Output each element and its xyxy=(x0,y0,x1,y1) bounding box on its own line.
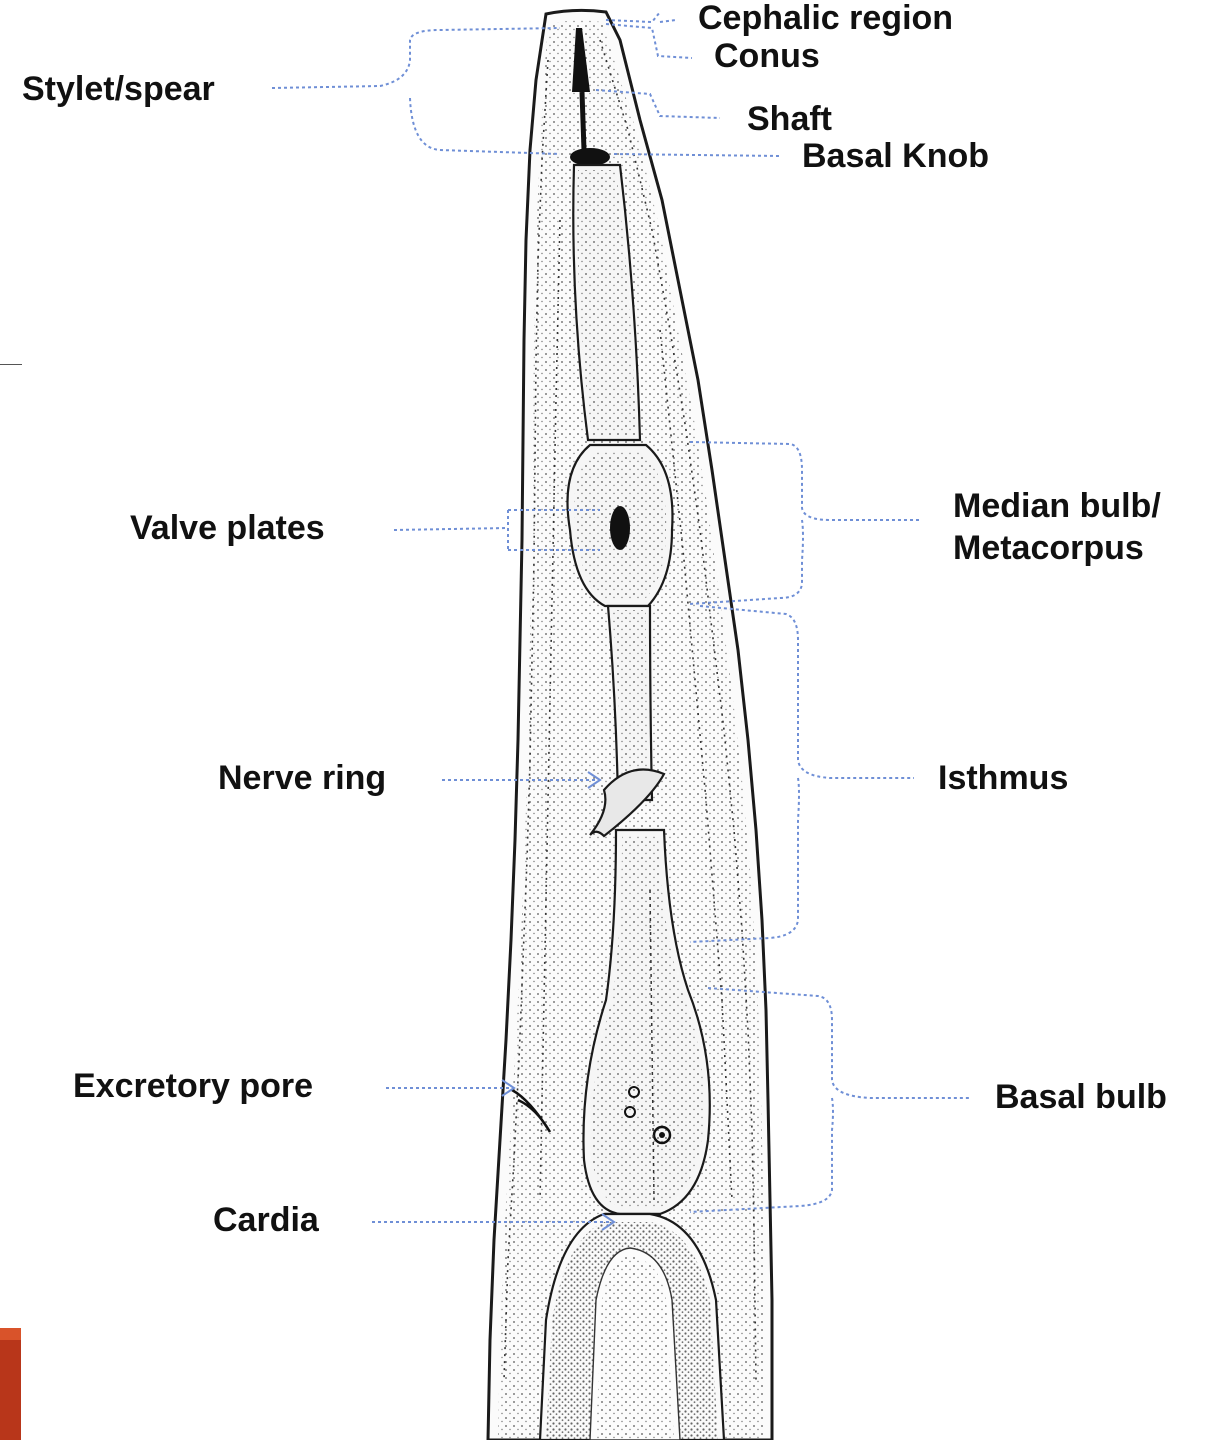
label-isthmus: Isthmus xyxy=(938,759,1068,797)
label-basal-bulb: Basal bulb xyxy=(995,1078,1167,1116)
stylet-shaft xyxy=(582,92,584,150)
label-median-bulb-line1: Median bulb/ xyxy=(953,487,1161,525)
nucleus-3-core xyxy=(659,1132,665,1138)
leader-stylet-spear xyxy=(272,28,560,154)
intestine xyxy=(540,1214,724,1440)
label-basal-knob: Basal Knob xyxy=(802,137,989,175)
label-cardia: Cardia xyxy=(213,1201,320,1239)
label-conus: Conus xyxy=(714,37,820,75)
label-excretory-pore: Excretory pore xyxy=(73,1067,313,1105)
stylet-basal-knob xyxy=(570,148,610,166)
label-stylet-spear: Stylet/spear xyxy=(22,70,215,108)
label-median-bulb-line2: Metacorpus xyxy=(953,529,1144,567)
label-nerve-ring: Nerve ring xyxy=(218,759,386,797)
label-shaft: Shaft xyxy=(747,100,832,138)
label-cephalic-region: Cephalic region xyxy=(698,0,953,37)
leader-cephalic-region xyxy=(606,12,676,22)
valve-plates-shape xyxy=(610,506,630,550)
label-valve-plates: Valve plates xyxy=(130,509,325,547)
